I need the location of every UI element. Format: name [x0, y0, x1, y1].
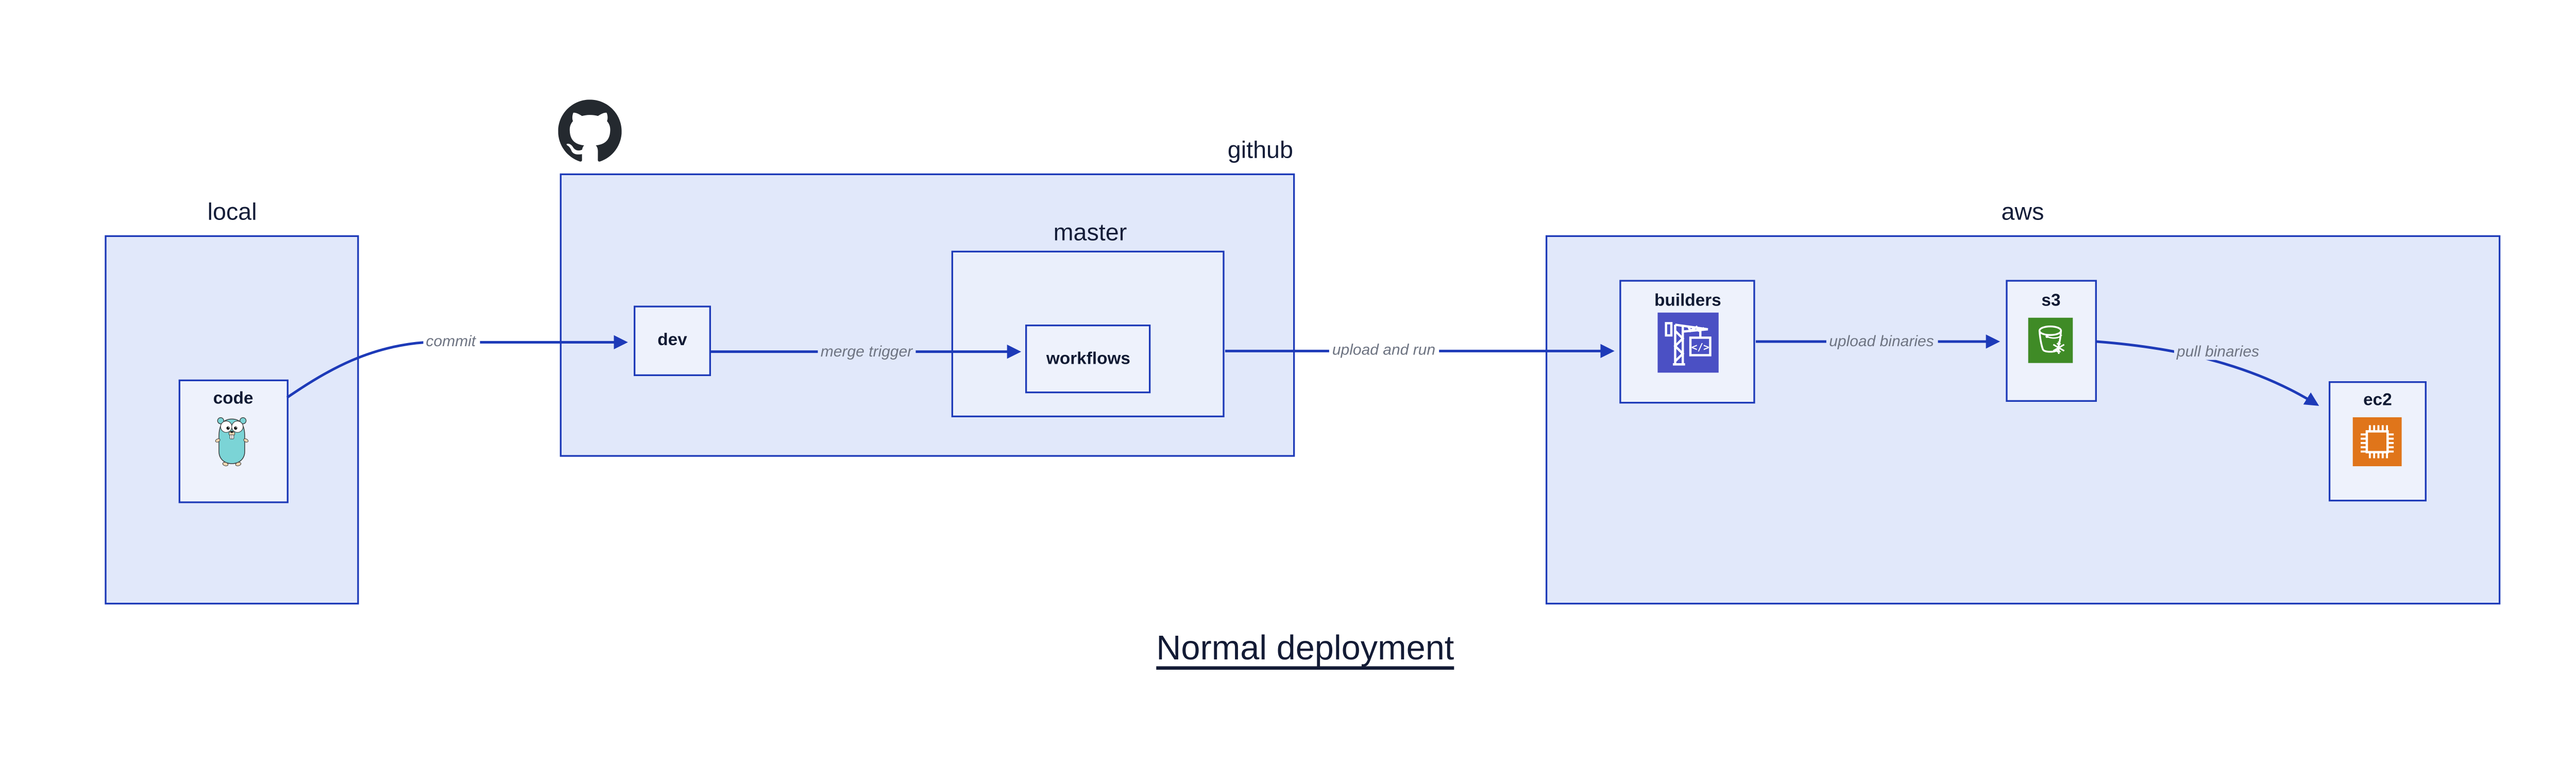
local-container-label: local	[207, 197, 257, 225]
github-container-label: github	[1227, 135, 1293, 163]
codebuild-code-glyph: </>	[1690, 341, 1708, 353]
builders-node-label: builders	[1654, 291, 1721, 310]
github-logo-icon	[557, 99, 622, 162]
aws-container-label: aws	[2001, 197, 2044, 225]
go-gopher-icon	[216, 417, 249, 466]
dev-node-label: dev	[657, 331, 687, 350]
edge-upload-and-run-label: upload and run	[1329, 342, 1439, 361]
diagram-title: Normal deployment	[1156, 630, 1454, 668]
edge-pull-binaries-label: pull binaries	[2173, 342, 2263, 361]
code-node-label: code	[213, 388, 253, 408]
workflows-node-label: workflows	[1046, 349, 1130, 369]
edge-commit-label: commit	[422, 333, 479, 352]
ec2-node-label: ec2	[2363, 391, 2392, 411]
edge-merge-trigger-label: merge trigger	[817, 342, 916, 361]
dev-node: dev	[634, 305, 710, 376]
aws-ec2-chip-icon	[2352, 417, 2402, 466]
master-container-label: master	[1053, 217, 1127, 245]
aws-codebuild-crane-icon: </>	[1656, 312, 1718, 373]
edge-upload-binaries-label: upload binaries	[1825, 332, 1938, 351]
s3-node	[2005, 279, 2096, 401]
workflows-node: workflows	[1025, 324, 1151, 394]
aws-s3-glacier-bucket-icon	[2028, 318, 2074, 364]
s3-node-label: s3	[2041, 291, 2061, 310]
